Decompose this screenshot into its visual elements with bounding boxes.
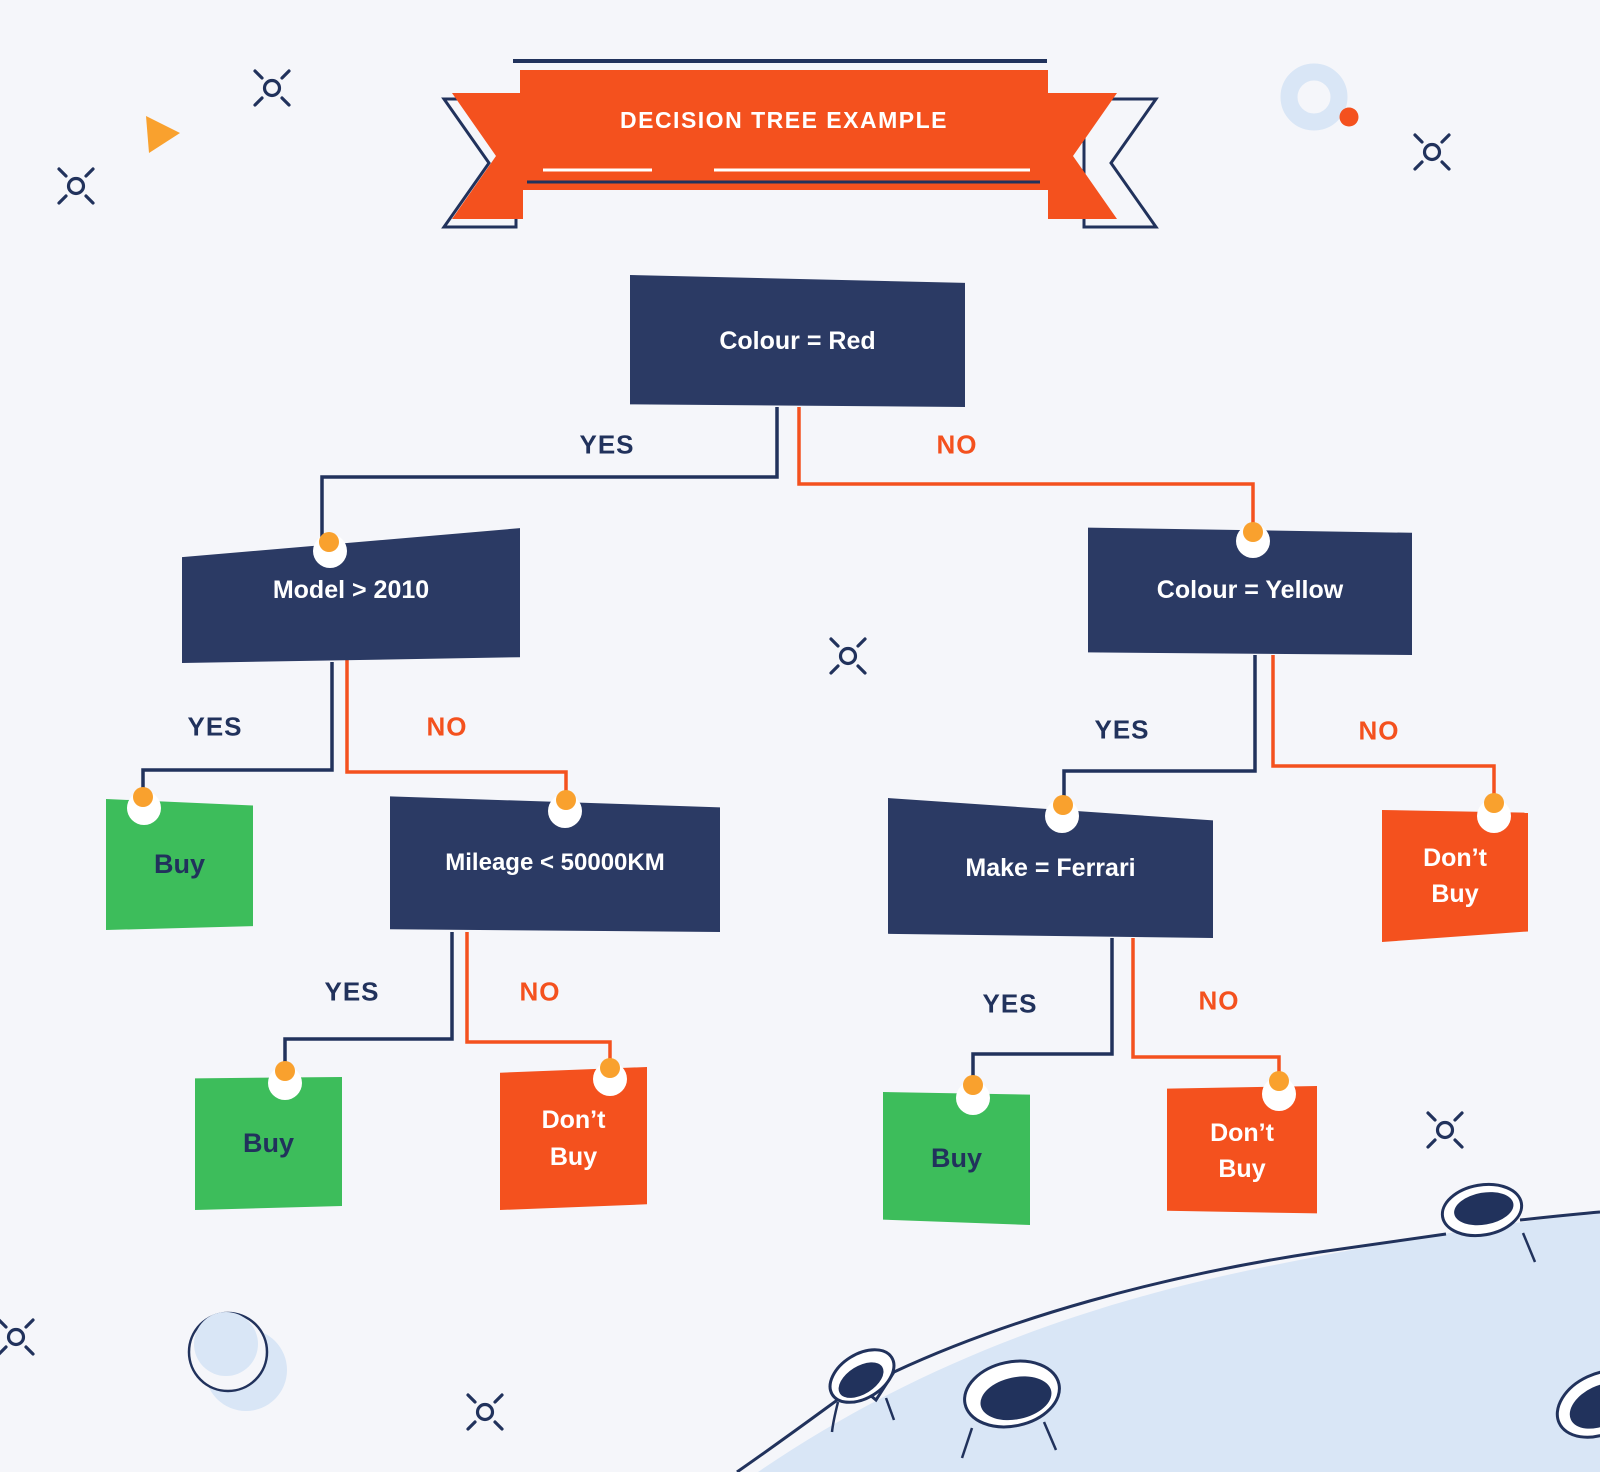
branch-label-yes: YES: [1094, 714, 1150, 745]
branch-label-yes: YES: [982, 988, 1038, 1019]
edge-mileage-yes: [283, 932, 454, 1069]
pin-dot: [275, 1061, 295, 1081]
node-model-2010: Model > 2010: [182, 528, 520, 663]
pin-dot: [963, 1075, 983, 1095]
node-buy-mileage: Buy: [195, 1077, 342, 1210]
node-colour-red: Colour = Red: [630, 275, 965, 407]
crater: [963, 1359, 1061, 1429]
node-label: Make = Ferrari: [965, 853, 1136, 882]
node-label: Buy: [153, 848, 205, 879]
edge-yellow-no: [1271, 655, 1496, 801]
sphere-decoration: [187, 1311, 287, 1411]
pin-dot: [133, 787, 153, 807]
crater: [1440, 1182, 1524, 1238]
node-dont-buy-ferrari: Don’t Buy: [1167, 1086, 1317, 1214]
edge-mileage-no: [465, 932, 612, 1066]
edge-model-yes: [141, 662, 334, 795]
moon-surface: [736, 1182, 1600, 1472]
pin-dot: [600, 1058, 620, 1078]
crater: [1555, 1369, 1600, 1439]
branch-label-no: NO: [426, 711, 468, 742]
donut-icon: [1280, 63, 1359, 131]
node-label: Model > 2010: [272, 576, 430, 605]
edge-root-yes: [320, 407, 779, 542]
page-title: DECISION TREE EXAMPLE: [620, 106, 948, 133]
branch-label-no: NO: [519, 976, 561, 1007]
pin-dot: [319, 532, 339, 552]
edge-yellow-yes: [1062, 655, 1257, 803]
branch-label-no: NO: [1198, 985, 1240, 1016]
triangle-icon: [146, 116, 180, 153]
sparkle-icon: [466, 1393, 504, 1431]
branch-label-yes: YES: [324, 976, 380, 1007]
node-label: Don’t Buy: [541, 1106, 606, 1171]
edge-ferrari-yes: [971, 938, 1114, 1082]
node-label: Buy: [930, 1142, 982, 1173]
ribbon-banner: [441, 59, 1159, 229]
branch-label-no: NO: [936, 429, 978, 460]
branch-label-yes: YES: [187, 711, 243, 742]
sparkle-icon: [1426, 1111, 1464, 1149]
node-dont-buy-yellow: Don’t Buy: [1382, 810, 1528, 942]
node-label: Mileage < 50000KM: [445, 849, 665, 877]
node-label: Don’t Buy: [1210, 1118, 1274, 1183]
branch-label-no: NO: [1358, 715, 1400, 746]
edge-ferrari-no: [1131, 938, 1281, 1078]
sparkle-icon: [253, 69, 291, 107]
pin-dot: [1484, 793, 1504, 813]
sparkle-icon: [57, 167, 95, 205]
sparkle-icon: [829, 637, 867, 675]
pin-dot: [556, 790, 576, 810]
node-label: Buy: [242, 1127, 294, 1158]
pin-dot: [1053, 795, 1073, 815]
sparkle-icon: [0, 1318, 35, 1356]
pin-dot: [1269, 1071, 1289, 1091]
node-colour-yellow: Colour = Yellow: [1088, 527, 1412, 655]
node-label: Colour = Yellow: [1156, 575, 1344, 604]
pin-dot: [1243, 522, 1263, 542]
node-buy-ferrari: Buy: [883, 1092, 1030, 1225]
crater: [828, 1348, 896, 1404]
node-dont-buy-mileage: Don’t Buy: [500, 1067, 647, 1210]
edge-root-no: [797, 407, 1255, 532]
edge-model-no: [345, 660, 568, 798]
node-label: Don’t Buy: [1423, 843, 1487, 908]
branch-label-yes: YES: [579, 429, 635, 460]
sparkle-icon: [1413, 133, 1451, 171]
tree-connectors: [141, 407, 1496, 1082]
node-label: Colour = Red: [719, 326, 876, 355]
node-buy-model: Buy: [106, 799, 253, 930]
